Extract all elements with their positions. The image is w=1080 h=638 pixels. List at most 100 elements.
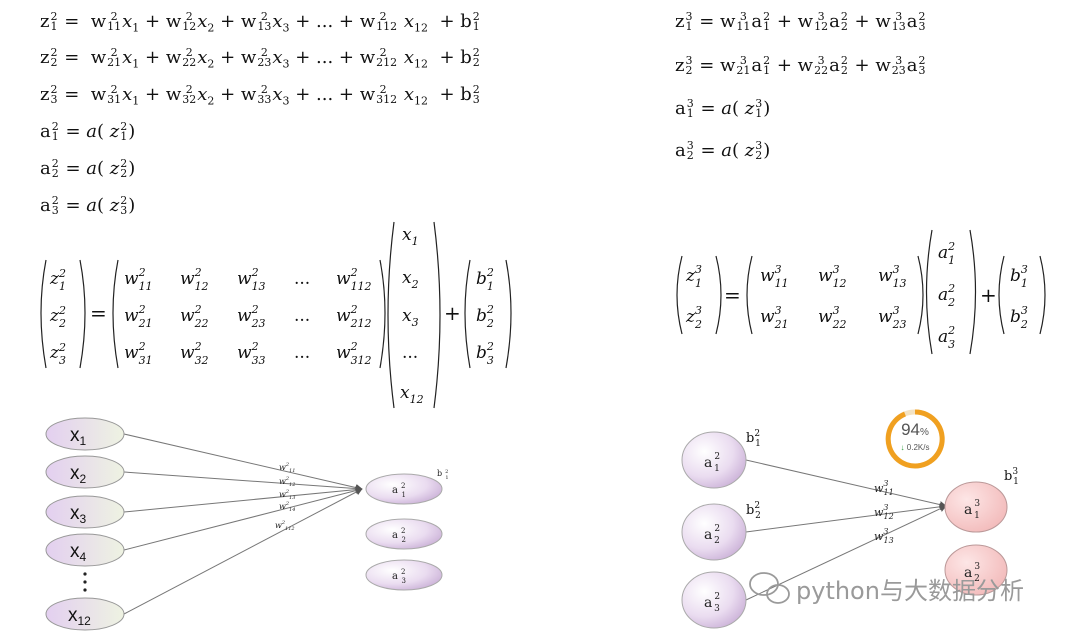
svg-text:b23: b23 — [476, 340, 494, 367]
svg-text:a23: a23 — [704, 592, 720, 614]
download-arrow-icon: ↓ — [900, 443, 905, 452]
svg-text:z32: z32 — [685, 304, 702, 331]
gauge-unit: % — [920, 427, 929, 438]
plus-sign: + — [444, 301, 461, 325]
equals-sign: = — [90, 301, 107, 325]
input-node-x3: x3 — [45, 495, 125, 529]
svg-text:a31: a31 — [964, 499, 980, 521]
watermark-text: python与大数据分析 — [796, 577, 1024, 605]
svg-text:x1: x1 — [402, 225, 419, 248]
svg-text:a23: a23 — [938, 324, 955, 351]
svg-text:+: + — [980, 283, 997, 307]
svg-text:...: ... — [294, 343, 310, 363]
gauge-progress-arc — [885, 409, 945, 469]
gauge-percent: 94 — [901, 420, 920, 439]
input-node-x2: x2 — [45, 455, 125, 489]
svg-text:w212: w212 — [279, 476, 295, 488]
svg-text:b22: b22 — [476, 303, 494, 330]
svg-text:a22: a22 — [704, 524, 720, 546]
input-node-x1: x1 — [45, 417, 125, 451]
svg-text:w213: w213 — [237, 266, 266, 293]
svg-text:x3: x3 — [402, 306, 419, 329]
svg-text:...: ... — [294, 306, 310, 326]
wechat-icon — [749, 572, 790, 604]
svg-text:=: = — [724, 283, 741, 307]
ellipsis-dots — [83, 572, 87, 592]
svg-text:b31: b31 — [1010, 263, 1028, 290]
left-network-edges — [123, 433, 363, 615]
svg-text:a21: a21 — [938, 240, 955, 267]
svg-text:w212: w212 — [180, 266, 209, 293]
svg-text:a32: a32 — [964, 562, 980, 584]
svg-text:a21: a21 — [704, 452, 720, 474]
svg-text:x12: x12 — [400, 383, 424, 406]
weight-labels: w211 w212 w213 w214 w2112 — [275, 462, 295, 532]
svg-text:b21: b21 — [476, 266, 494, 293]
input-vector: x1 x2 x3 ... x12 — [400, 225, 424, 406]
svg-text:...: ... — [294, 269, 310, 289]
svg-text:b32: b32 — [1010, 304, 1028, 331]
input-node-x12: x12 — [45, 597, 125, 631]
gauge-text: 94% ↓ 0.2K/s — [889, 420, 941, 453]
svg-text:w211: w211 — [124, 266, 153, 293]
svg-text:w2112: w2112 — [336, 266, 372, 293]
gauge-speed: 0.2K/s — [906, 443, 930, 452]
svg-text:a22: a22 — [938, 282, 955, 309]
network-speed-gauge[interactable] — [885, 409, 945, 469]
svg-text:w214: w214 — [279, 501, 295, 513]
svg-text:...: ... — [402, 343, 418, 363]
svg-text:z31: z31 — [685, 263, 702, 290]
left-network: x1 x2 x3 x4 x12 w211 w212 w213 w214 w211… — [45, 417, 449, 631]
svg-text:x2: x2 — [402, 268, 419, 291]
